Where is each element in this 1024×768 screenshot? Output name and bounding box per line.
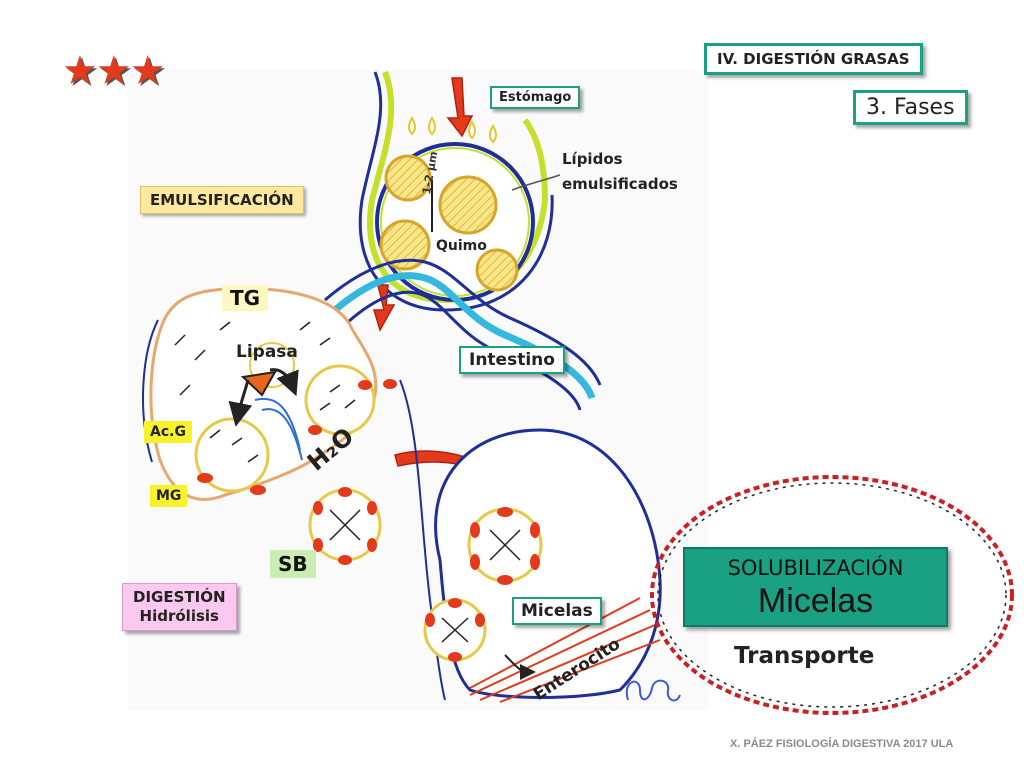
chyme-label: Quimo: [436, 238, 487, 254]
transport-label: Transporte: [734, 643, 875, 669]
hydrolysis-title: Hidrólisis: [139, 607, 219, 625]
fatty-acid-label: Ac.G: [144, 421, 192, 443]
lipase-label: Lipasa: [236, 342, 298, 362]
signature-icon: [625, 679, 681, 702]
micelles-label: Micelas: [512, 597, 602, 625]
micelles-title: Micelas: [757, 582, 874, 620]
emulsified-lipids-label-1: Lípidos: [562, 150, 623, 168]
emulsification-label: EMULSIFICACIÓN: [140, 186, 304, 214]
emulsification-chamber: [142, 286, 397, 501]
digestion-title: DIGESTIÓN: [133, 588, 226, 606]
sb-label: SB: [270, 550, 316, 578]
footer-credit: X. PÁEZ FISIOLOGÍA DIGESTIVA 2017 ULA: [730, 738, 954, 750]
tg-label: TG: [222, 285, 269, 311]
intestine-label: Intestino: [459, 346, 565, 374]
emulsified-lipids-label-2: emulsificados: [562, 175, 678, 193]
micelle-drawing: [308, 487, 382, 565]
highlight-ellipse: [650, 475, 1014, 715]
intestinal-lumen: [399, 379, 662, 703]
down-arrow-icon: [372, 284, 396, 332]
solubilization-title: SOLUBILIZACIÓN: [727, 556, 904, 580]
stars-icon: ★★★: [62, 48, 166, 94]
phase-title: 3. Fases: [853, 90, 968, 125]
mg-label: MG: [150, 485, 188, 507]
stomach-label: Estómago: [490, 86, 581, 109]
solubilization-box: SOLUBILIZACIÓN Micelas: [683, 547, 948, 627]
digestion-label: DIGESTIÓN Hidrólisis: [122, 583, 237, 631]
down-arrow-icon: [446, 77, 474, 138]
lipase-enzyme-icon: [240, 370, 277, 397]
section-title: IV. DIGESTIÓN GRASAS: [704, 43, 923, 75]
